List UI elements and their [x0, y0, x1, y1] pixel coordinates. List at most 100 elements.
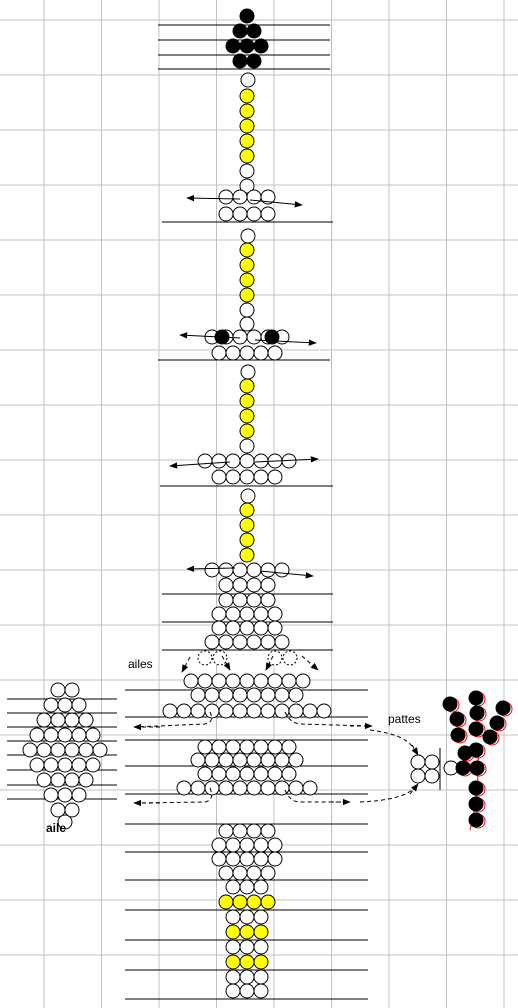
bead-white [260, 780, 276, 796]
bead-black [468, 721, 484, 737]
bead-white [274, 562, 290, 578]
bead-yellow [253, 954, 269, 970]
bead-white [253, 909, 269, 925]
bead-white [218, 634, 234, 650]
bead-white [190, 687, 206, 703]
bead-white [225, 606, 241, 622]
bead-white [239, 302, 255, 318]
bead-white [239, 909, 255, 925]
bead-black [455, 760, 471, 776]
direction-arrow [411, 744, 419, 756]
bead-white [57, 757, 73, 773]
bead-dashed [282, 650, 298, 666]
bead-white [190, 780, 206, 796]
bead-black [468, 780, 484, 796]
direction-arrow [259, 570, 314, 579]
bead-white [190, 752, 206, 768]
bead-black [246, 53, 262, 69]
bead-yellow [239, 88, 255, 104]
bead-white [218, 703, 234, 719]
bead-white [78, 772, 94, 788]
bead-white [239, 178, 255, 194]
bead-white [260, 592, 276, 608]
bead-white [232, 687, 248, 703]
bead-white [225, 939, 241, 955]
bead-white [274, 752, 290, 768]
bead-white [57, 814, 73, 830]
bead-white [281, 739, 297, 755]
bead-black [264, 329, 280, 345]
bead-black [239, 8, 255, 24]
bead-white [232, 189, 248, 205]
bead-white [43, 727, 59, 743]
bead-white [225, 673, 241, 689]
bead-white [232, 703, 248, 719]
bead-white [267, 766, 283, 782]
bead-white [288, 780, 304, 796]
bead-white [225, 766, 241, 782]
bead-white [239, 983, 255, 999]
bead-white [239, 673, 255, 689]
bead-black [450, 727, 466, 743]
bead-white [232, 634, 248, 650]
bead-white [240, 488, 256, 504]
bead-white [211, 606, 227, 622]
bead-white [260, 634, 276, 650]
bead-white [36, 742, 52, 758]
bead-white [71, 727, 87, 743]
bead-white [211, 345, 227, 361]
bead-black [239, 38, 255, 54]
bead-white [218, 592, 234, 608]
bead-black [489, 715, 505, 731]
direction-arrows [133, 194, 419, 807]
bead-white [239, 469, 255, 485]
bead-white [267, 620, 283, 636]
bead-white [232, 592, 248, 608]
bead-white [253, 983, 269, 999]
bead-white [267, 673, 283, 689]
bead-white [281, 766, 297, 782]
direction-arrow [169, 461, 231, 469]
bead-white [50, 712, 66, 728]
bead-white [204, 780, 220, 796]
bead-white [225, 739, 241, 755]
direction-arrow [186, 194, 241, 202]
bead-yellow [239, 257, 255, 273]
bead-yellow [239, 393, 255, 409]
bead-yellow [253, 924, 269, 940]
bead-white [50, 742, 66, 758]
bead-white [232, 780, 248, 796]
bead-white [240, 72, 256, 88]
label-ailes: ailes [128, 657, 153, 671]
direction-arrow [254, 339, 317, 346]
bead-white [190, 703, 206, 719]
bead-white [239, 837, 255, 853]
bead-white [211, 453, 227, 469]
bead-white [64, 772, 80, 788]
bead-white [225, 453, 241, 469]
bead-white [253, 469, 269, 485]
thread-path-dashed [284, 789, 348, 803]
direction-arrow [221, 655, 231, 671]
bead-white [288, 752, 304, 768]
bead-white [253, 851, 269, 867]
bead-white [246, 703, 262, 719]
bead-yellow [239, 118, 255, 134]
direction-arrow [249, 199, 303, 208]
bead-black [468, 812, 484, 828]
bead-white [232, 865, 248, 881]
bead-white [211, 851, 227, 867]
bead-white [302, 703, 318, 719]
bead-black [253, 38, 269, 54]
thread-path-dashed [133, 711, 213, 728]
bead-white [246, 823, 262, 839]
bead-white [281, 673, 297, 689]
bead-white [267, 345, 283, 361]
bead-white [239, 438, 255, 454]
bead-white [316, 703, 332, 719]
bead-white [211, 620, 227, 636]
bead-white [218, 823, 234, 839]
bead-white [288, 687, 304, 703]
bead-white [71, 697, 87, 713]
